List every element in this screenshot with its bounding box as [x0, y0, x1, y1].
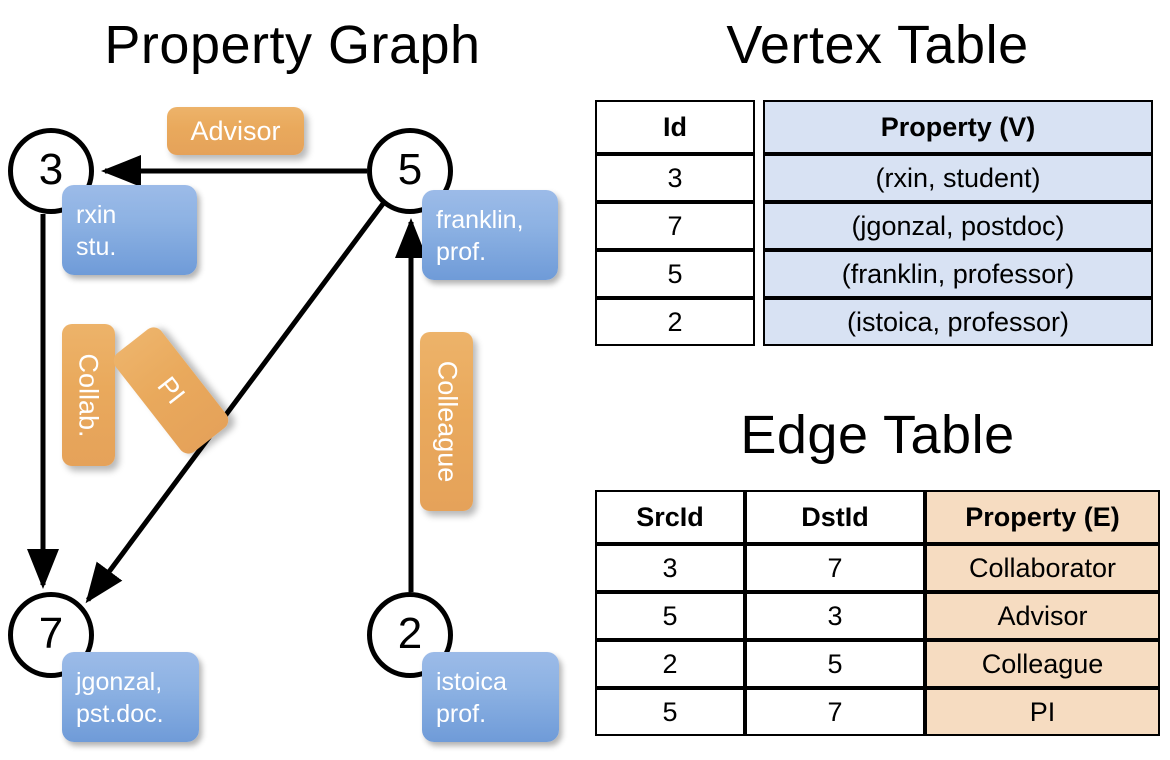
graph-vertex-5-id: 5 — [397, 145, 423, 194]
page-title-property-graph: Property Graph — [104, 15, 481, 75]
edge-table: SrcId DstId Property (E) 3 7 Collaborato… — [595, 490, 1160, 736]
table-row: 5 (franklin, professor) — [595, 250, 1153, 298]
vertex-property-box-jgonzal: jgonzal, pst.doc. — [62, 652, 199, 742]
vertex-property-franklin-line1: franklin, — [436, 206, 524, 234]
table-row: 5 3 Advisor — [595, 592, 1160, 640]
vertex-property-box-istoica: istoica prof. — [422, 652, 559, 742]
vertex-table-column-gap — [755, 250, 763, 298]
edge-label-box-colleague: Colleague — [420, 332, 473, 511]
vertex-property-franklin-line2: prof. — [436, 238, 487, 266]
vertex-property-rxin-line2: stu. — [76, 233, 117, 261]
vertex-table-cell-id: 3 — [595, 154, 755, 202]
edge-table-header-srcid: SrcId — [595, 490, 745, 544]
vertex-property-istoica-line2: prof. — [436, 700, 487, 728]
table-row: 2 (istoica, professor) — [595, 298, 1153, 346]
edge-table-cell-dstid: 3 — [745, 592, 925, 640]
edge-table-cell-dstid: 7 — [745, 688, 925, 736]
vertex-table-cell-property: (istoica, professor) — [763, 298, 1153, 346]
edge-table-cell-dstid: 5 — [745, 640, 925, 688]
vertex-table-header-row: Id Property (V) — [595, 100, 1153, 154]
vertex-table-column-gap — [755, 298, 763, 346]
graph-vertex-2-id: 2 — [397, 609, 423, 658]
vertex-table: Id Property (V) 3 (rxin, student) 7 (jgo… — [595, 100, 1153, 346]
edge-table-cell-property: Collaborator — [925, 544, 1160, 592]
graph-edge-arrows — [27, 155, 427, 604]
graph-vertex-2[interactable]: 2 — [367, 592, 453, 678]
vertex-property-rxin-line1: rxin — [76, 201, 117, 229]
edge-table-cell-dstid: 7 — [745, 544, 925, 592]
edge-table-cell-srcid: 5 — [595, 592, 745, 640]
edge-table-header-dstid: DstId — [745, 490, 925, 544]
page-title-vertex-table: Vertex Table — [726, 15, 1029, 75]
edge-label-colleague-text: Colleague — [432, 360, 462, 483]
vertex-table-header-id: Id — [595, 100, 755, 154]
vertex-property-jgonzal-line2: pst.doc. — [76, 700, 164, 728]
table-row: 2 5 Colleague — [595, 640, 1160, 688]
vertex-table-cell-property: (rxin, student) — [763, 154, 1153, 202]
edge-table-cell-property: PI — [925, 688, 1160, 736]
vertex-table-column-gap — [755, 202, 763, 250]
graph-vertex-5[interactable]: 5 — [367, 128, 453, 214]
edge-table-cell-srcid: 3 — [595, 544, 745, 592]
vertex-table-cell-property: (jgonzal, postdoc) — [763, 202, 1153, 250]
graph-vertex-7-id: 7 — [38, 609, 64, 658]
vertex-table-header-property: Property (V) — [763, 100, 1153, 154]
edge-label-pi-text: PI — [151, 370, 192, 410]
edge-table-cell-property: Advisor — [925, 592, 1160, 640]
property-graph-diagram: 3 5 7 2 rxin stu. franklin, prof. jgonza… — [8, 107, 559, 742]
vertex-table-cell-id: 5 — [595, 250, 755, 298]
vertex-property-box-rxin: rxin stu. — [62, 185, 197, 275]
vertex-table-column-gap — [755, 154, 763, 202]
vertex-property-box-franklin: franklin, prof. — [422, 190, 558, 280]
vertex-property-istoica-line1: istoica — [436, 668, 507, 696]
edge-label-advisor-text: Advisor — [190, 115, 281, 146]
edge-table-cell-property: Colleague — [925, 640, 1160, 688]
edge-table-header-property: Property (E) — [925, 490, 1160, 544]
edge-arrow-5-to-7 — [85, 195, 391, 604]
page-title-edge-table: Edge Table — [740, 405, 1015, 465]
table-row: 7 (jgonzal, postdoc) — [595, 202, 1153, 250]
graph-vertex-3-id: 3 — [38, 145, 64, 194]
vertex-table-cell-property: (franklin, professor) — [763, 250, 1153, 298]
edge-label-box-advisor: Advisor — [167, 107, 304, 155]
vertex-table-cell-id: 2 — [595, 298, 755, 346]
edge-table-cell-srcid: 2 — [595, 640, 745, 688]
vertex-table-cell-id: 7 — [595, 202, 755, 250]
edge-table-header-row: SrcId DstId Property (E) — [595, 490, 1160, 544]
table-row: 3 (rxin, student) — [595, 154, 1153, 202]
vertex-property-jgonzal-line1: jgonzal, — [76, 668, 163, 696]
table-row: 3 7 Collaborator — [595, 544, 1160, 592]
edge-label-collab-text: Collab. — [74, 352, 105, 438]
edge-table-cell-srcid: 5 — [595, 688, 745, 736]
edge-label-box-collab: Collab. — [62, 324, 115, 466]
vertex-table-column-gap — [755, 100, 763, 154]
table-row: 5 7 PI — [595, 688, 1160, 736]
